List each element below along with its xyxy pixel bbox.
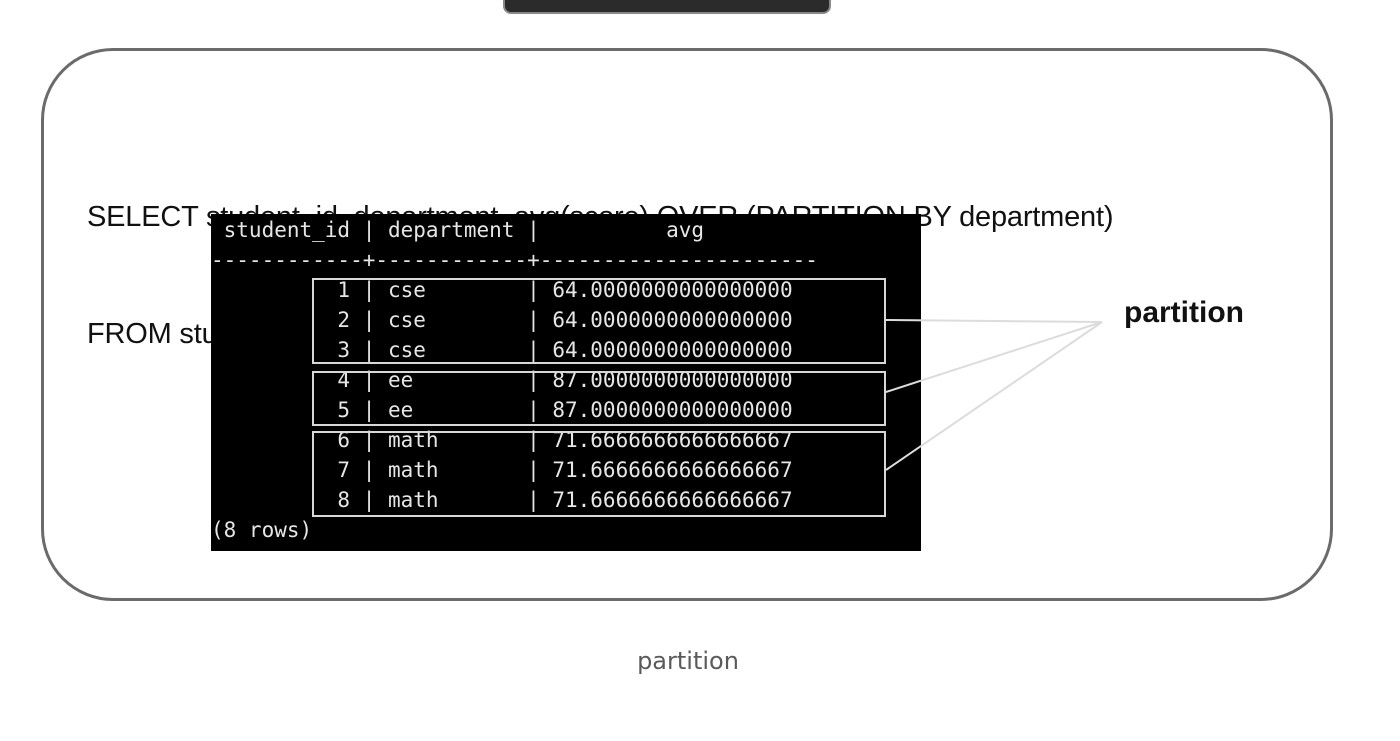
table-row: 2 | cse | 64.0000000000000000: [211, 308, 793, 332]
terminal-footer: (8 rows): [211, 518, 313, 542]
partition-box-ee: [312, 371, 886, 426]
table-row: 3 | cse | 64.0000000000000000: [211, 338, 793, 362]
table-row: 1 | cse | 64.0000000000000000: [211, 278, 793, 302]
terminal-header: student_id | department | avg: [211, 218, 705, 242]
top-tab: [503, 0, 831, 14]
table-row: 7 | math | 71.6666666666666667: [211, 458, 793, 482]
connector-line-math: [885, 321, 1103, 471]
terminal-separator: ------------+------------+--------------…: [211, 248, 818, 272]
connector-line-ee: [885, 321, 1103, 393]
table-row: 5 | ee | 87.0000000000000000: [211, 398, 793, 422]
partition-box-math: [312, 431, 886, 517]
table-row: 8 | math | 71.6666666666666667: [211, 488, 793, 512]
partition-callout: partition: [1124, 296, 1244, 329]
terminal-output: student_id | department | avg ----------…: [211, 214, 921, 551]
partition-box-cse: [312, 278, 886, 364]
connector-line-cse: [885, 319, 1103, 323]
figure-caption: partition: [637, 647, 739, 675]
